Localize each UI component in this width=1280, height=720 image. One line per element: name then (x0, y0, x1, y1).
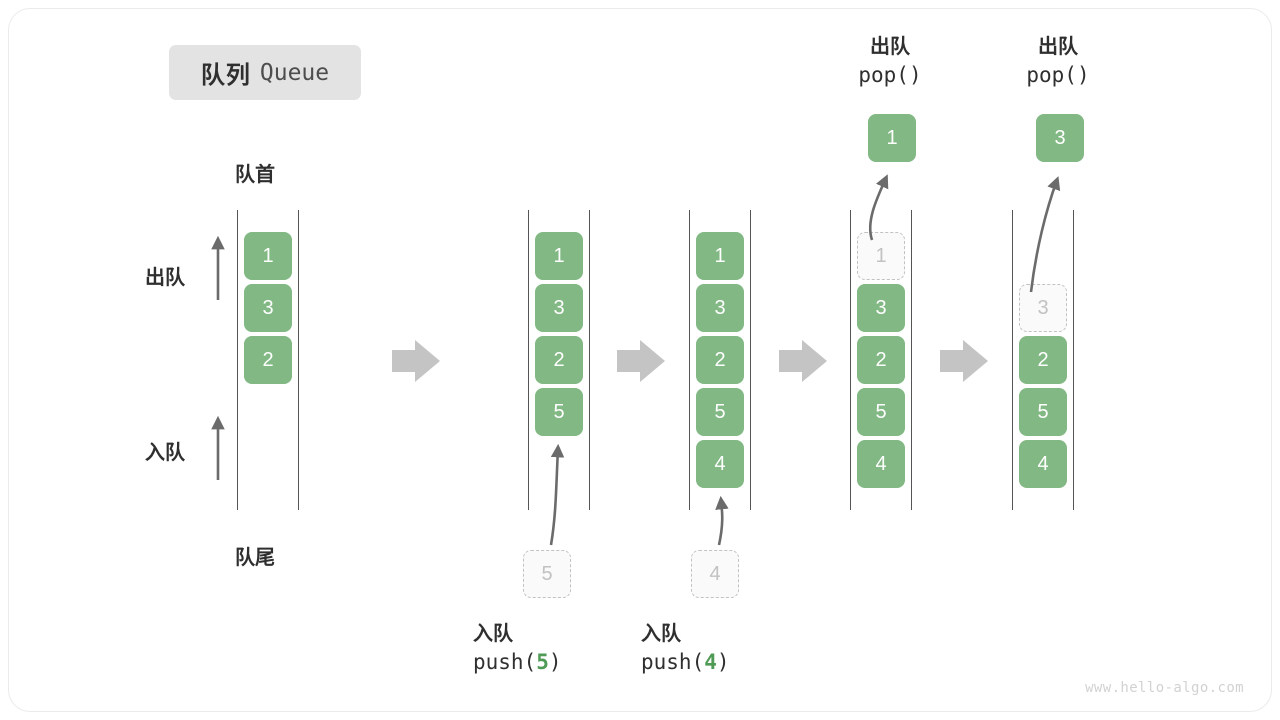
queue-cell: 3 (244, 284, 292, 332)
operation-caption-push-1: 入队 push(5) (473, 620, 623, 678)
rail-left (1012, 210, 1013, 510)
operation-code: push(4) (641, 650, 730, 675)
queue-cell: 2 (857, 336, 905, 384)
queue-cell: 2 (1019, 336, 1067, 384)
queue-cell: 3 (535, 284, 583, 332)
watermark: www.hello-algo.com (1085, 680, 1244, 696)
queue-cell: 5 (1019, 388, 1067, 436)
queue-column-after-push-5: 1 3 2 5 (528, 210, 590, 510)
operation-code: pop() (1026, 63, 1090, 88)
queue-cell: 4 (1019, 440, 1067, 488)
operation-caption-push-2: 入队 push(4) (641, 620, 791, 678)
queue-cell: 1 (535, 232, 583, 280)
queue-cell: 1 (244, 232, 292, 280)
rail-left (237, 210, 238, 510)
push-ghost-box-5: 5 (523, 550, 571, 598)
label-queue-tail: 队尾 (235, 547, 275, 569)
operation-caption-pop-2: 出队 pop() (983, 33, 1133, 91)
queue-cell: 2 (696, 336, 744, 384)
push-ghost-box-4: 4 (691, 550, 739, 598)
rail-right (750, 210, 751, 510)
queue-cell: 2 (244, 336, 292, 384)
queue-cell: 2 (535, 336, 583, 384)
rail-right (589, 210, 590, 510)
operation-label-cn: 出队 (1038, 36, 1078, 58)
queue-column-initial: 1 3 2 (237, 210, 299, 510)
popped-box-1: 1 (868, 114, 916, 162)
rail-right (298, 210, 299, 510)
rail-left (528, 210, 529, 510)
title-badge: 队列 Queue (169, 45, 361, 100)
queue-cell: 4 (857, 440, 905, 488)
queue-cell: 5 (857, 388, 905, 436)
title-english: Queue (259, 59, 330, 86)
queue-cell-ghost: 1 (857, 232, 905, 280)
queue-cell: 3 (696, 284, 744, 332)
rail-left (689, 210, 690, 510)
operation-label-cn: 入队 (473, 623, 513, 645)
queue-column-after-pop-1: 1 3 2 5 4 (850, 210, 912, 510)
queue-cell: 5 (535, 388, 583, 436)
title-chinese: 队列 (200, 62, 251, 89)
rail-right (911, 210, 912, 510)
queue-column-after-pop-3: 3 2 5 4 (1012, 210, 1074, 510)
label-pop-direction: 出队 (145, 267, 185, 289)
operation-label-cn: 出队 (870, 36, 910, 58)
queue-cell: 4 (696, 440, 744, 488)
rail-left (850, 210, 851, 510)
queue-column-after-push-4: 1 3 2 5 4 (689, 210, 751, 510)
queue-cell: 5 (696, 388, 744, 436)
queue-cell-ghost: 3 (1019, 284, 1067, 332)
rail-right (1073, 210, 1074, 510)
label-queue-head: 队首 (235, 164, 275, 186)
operation-caption-pop-1: 出队 pop() (815, 33, 965, 91)
popped-box-3: 3 (1036, 114, 1084, 162)
card-frame (8, 8, 1272, 712)
operation-code: pop() (858, 63, 922, 88)
label-push-direction: 入队 (145, 442, 185, 464)
operation-label-cn: 入队 (641, 623, 681, 645)
queue-cell: 1 (696, 232, 744, 280)
operation-code: push(5) (473, 650, 562, 675)
queue-cell: 3 (857, 284, 905, 332)
